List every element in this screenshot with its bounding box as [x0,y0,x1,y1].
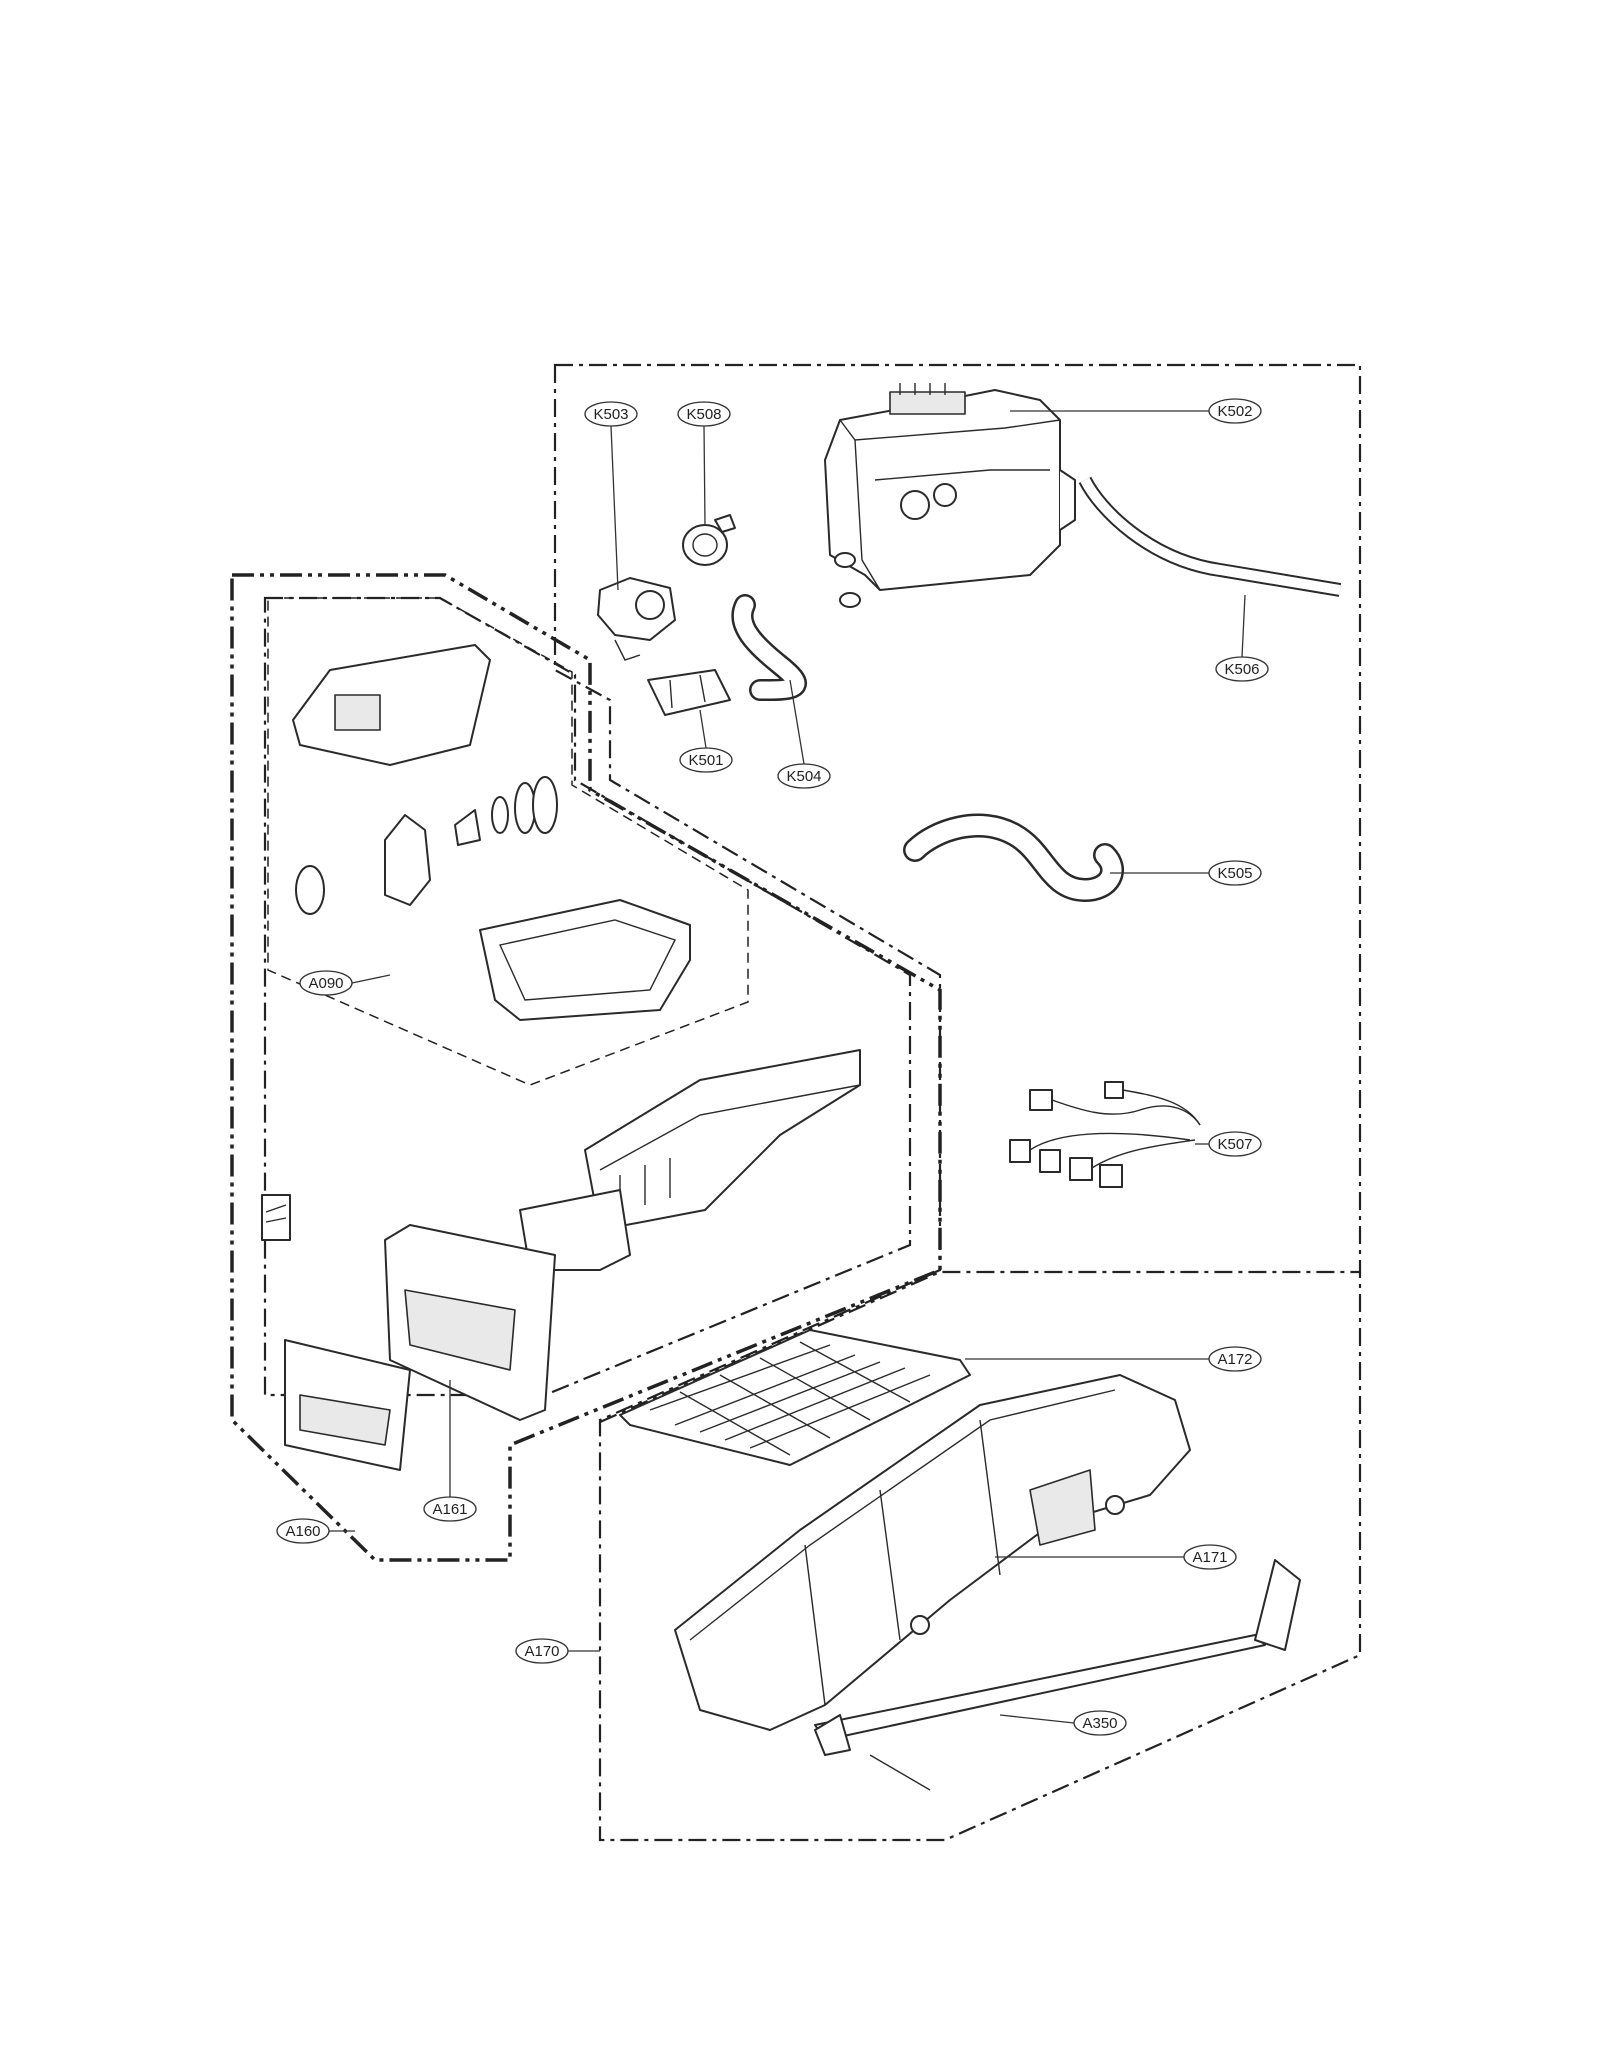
callout-text-k503: K503 [593,406,628,423]
leader-k508 [703,425,706,526]
callout-a171[interactable]: A171 [1183,1544,1237,1570]
leader-k503 [610,425,619,591]
housing-part-a171 [674,1374,1191,1731]
harness-part-k507 [1009,1081,1201,1188]
callout-k503[interactable]: K503 [584,401,638,427]
callout-k501[interactable]: K501 [679,747,733,773]
callout-k502[interactable]: K502 [1208,398,1262,424]
grille-part-a172 [619,1329,971,1466]
callout-k508[interactable]: K508 [677,401,731,427]
callout-a161[interactable]: A161 [423,1496,477,1522]
callout-text-a090: A090 [308,975,343,992]
drawer-frame-part [519,1049,861,1271]
leader-a090 [351,974,391,984]
callout-a160[interactable]: A160 [276,1518,330,1544]
leader-k506 [1241,594,1246,658]
leader-k501 [699,709,707,749]
callout-text-k508: K508 [686,406,721,423]
callout-text-k501: K501 [688,752,723,769]
callout-text-a161: A161 [432,1501,467,1518]
callout-k506[interactable]: K506 [1215,656,1269,682]
callout-text-a171: A171 [1192,1549,1227,1566]
callout-k507[interactable]: K507 [1208,1131,1262,1157]
boundary-a170 [599,1270,1360,1424]
hose-core-k506 [1080,477,1341,595]
callout-text-k506: K506 [1224,661,1259,678]
callout-text-k502: K502 [1217,403,1252,420]
tank-part-k502 [824,383,1076,608]
callout-text-k505: K505 [1217,865,1252,882]
callout-k505[interactable]: K505 [1208,860,1262,886]
boundary-k-group [553,363,1362,1842]
boundary-a160 [230,573,942,1562]
leader-lines [329,410,1246,1724]
bracket-part-a350 [814,1559,1301,1791]
logo-badge [261,1194,291,1241]
callout-text-a160: A160 [285,1523,320,1540]
callout-k504[interactable]: K504 [777,763,831,789]
parts [261,383,1342,1791]
hose-core-k504 [733,596,805,699]
boundary-a090 [267,597,749,1086]
valve-part-k503 [597,577,676,661]
hose-core-k505 [905,816,1122,900]
callout-text-a170: A170 [524,1643,559,1660]
callout-text-a172: A172 [1217,1351,1252,1368]
callout-a170[interactable]: A170 [515,1638,569,1664]
callout-text-k507: K507 [1217,1136,1252,1153]
callout-text-a350: A350 [1082,1715,1117,1732]
front-panel-part-a161 [384,1224,556,1421]
callout-text-k504: K504 [786,768,821,785]
detergent-box-part-a090 [292,644,691,1021]
callout-a090[interactable]: A090 [299,970,353,996]
leader-a350 [999,1714,1075,1724]
callout-a172[interactable]: A172 [1208,1346,1262,1372]
clamp-part-k508 [682,514,736,566]
drawer-handle-part-a160 [284,1339,411,1471]
leader-k504 [789,679,805,765]
callout-a350[interactable]: A350 [1073,1710,1127,1736]
bracket-part-k501 [647,669,731,716]
